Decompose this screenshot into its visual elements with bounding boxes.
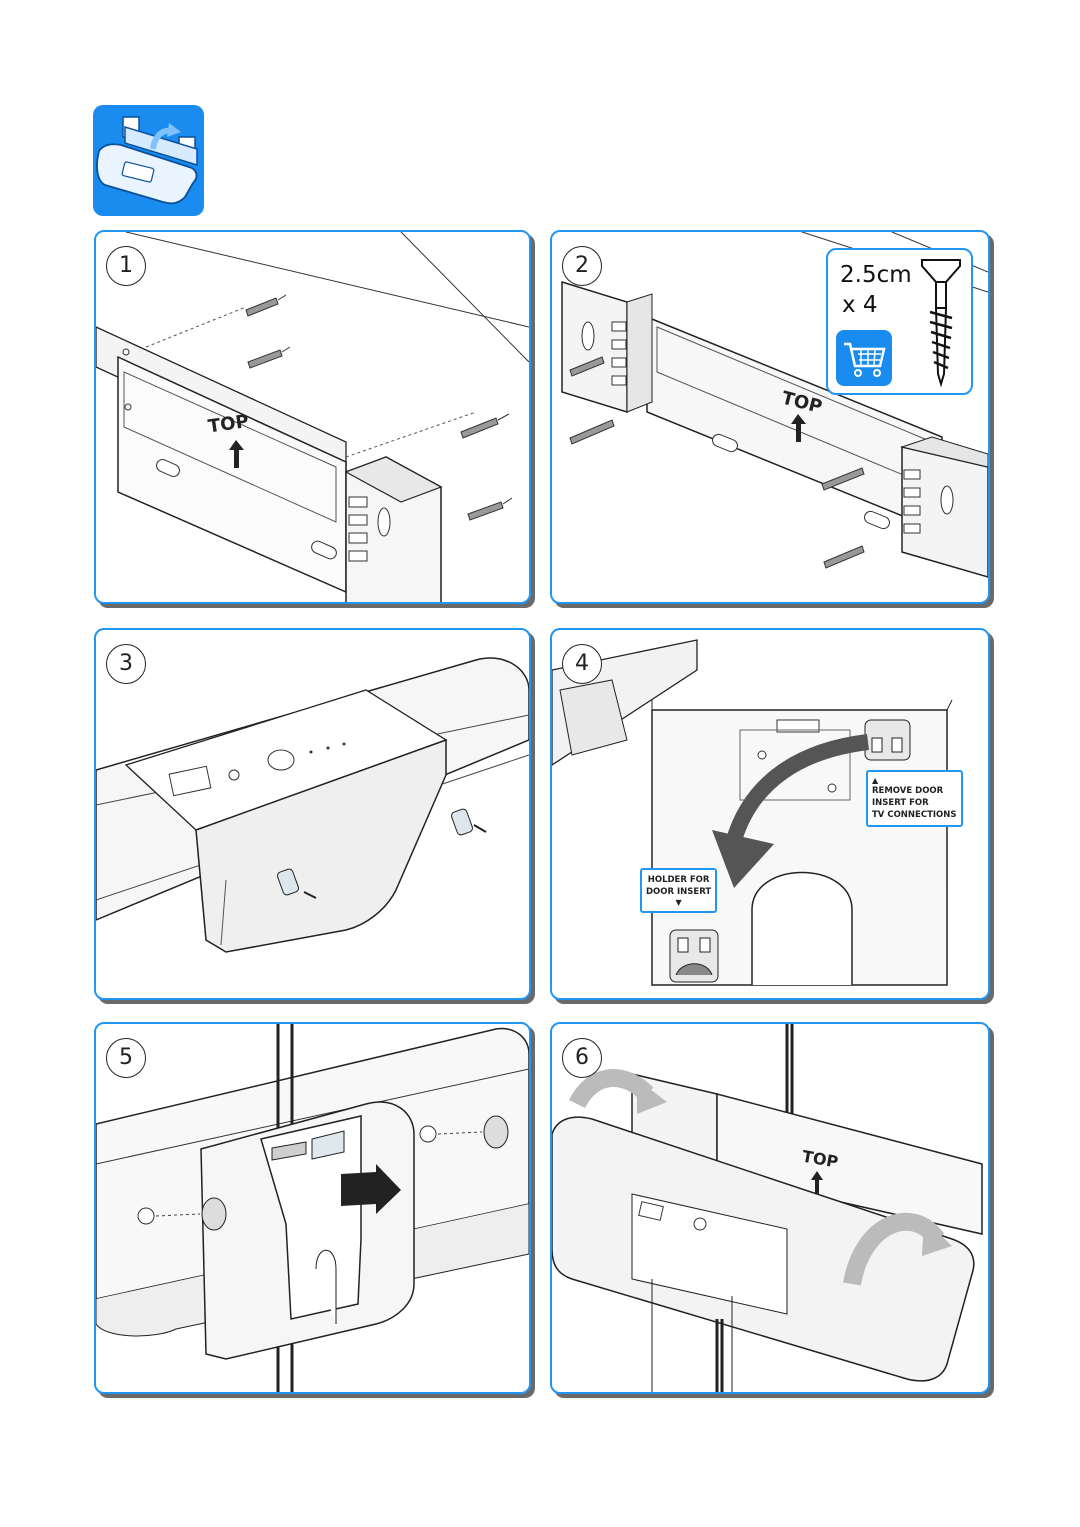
step-panel-1: 1 TOP bbox=[94, 230, 531, 604]
step-number: 2 bbox=[562, 246, 602, 286]
step-panel-6: 6 TOP bbox=[550, 1022, 990, 1394]
bracket-illustration: TOP bbox=[96, 232, 529, 602]
callout-line: DOOR INSERT bbox=[646, 887, 712, 897]
step-number: 3 bbox=[106, 644, 146, 684]
bracket-mounted-illustration: TOP bbox=[561, 232, 988, 578]
callout-line: INSERT FOR bbox=[872, 798, 929, 808]
wall-mount-icon bbox=[93, 105, 204, 216]
step-panel-2: 2 TOP 2.5cm x 4 bbox=[550, 230, 990, 604]
step-panel-5: 5 bbox=[94, 1022, 531, 1394]
step-number: 6 bbox=[562, 1038, 602, 1078]
triangle-down-icon: ▼ bbox=[675, 898, 682, 907]
shopping-cart-icon bbox=[836, 330, 892, 386]
triangle-up-icon: ▲ bbox=[872, 776, 879, 785]
callout-holder: HOLDER FOR DOOR INSERT ▼ bbox=[640, 868, 718, 913]
callout-remove-door: ▲ REMOVE DOOR INSERT FOR TV CONNECTIONS bbox=[866, 770, 963, 827]
step-panel-4: 4 ▲ REMOVE DOOR INSERT FOR TV CONNECTION… bbox=[550, 628, 990, 1000]
callout-line: REMOVE DOOR bbox=[872, 786, 944, 796]
step-panel-3: 3 bbox=[94, 628, 531, 1000]
callout-line: TV CONNECTIONS bbox=[872, 810, 957, 820]
callout-line: HOLDER FOR bbox=[647, 875, 710, 885]
step-number: 1 bbox=[106, 246, 146, 286]
soundbar-hang-illustration: TOP bbox=[552, 1024, 983, 1392]
screw-quantity: x 4 bbox=[842, 292, 878, 318]
screw-spec-box: 2.5cm x 4 bbox=[826, 248, 973, 395]
step-number: 5 bbox=[106, 1038, 146, 1078]
soundbar-back-illustration bbox=[96, 657, 529, 953]
screw-length: 2.5cm bbox=[840, 262, 912, 288]
screw-icon bbox=[921, 259, 961, 388]
soundbar-attach-illustration bbox=[96, 1024, 529, 1392]
step-number: 4 bbox=[562, 644, 602, 684]
